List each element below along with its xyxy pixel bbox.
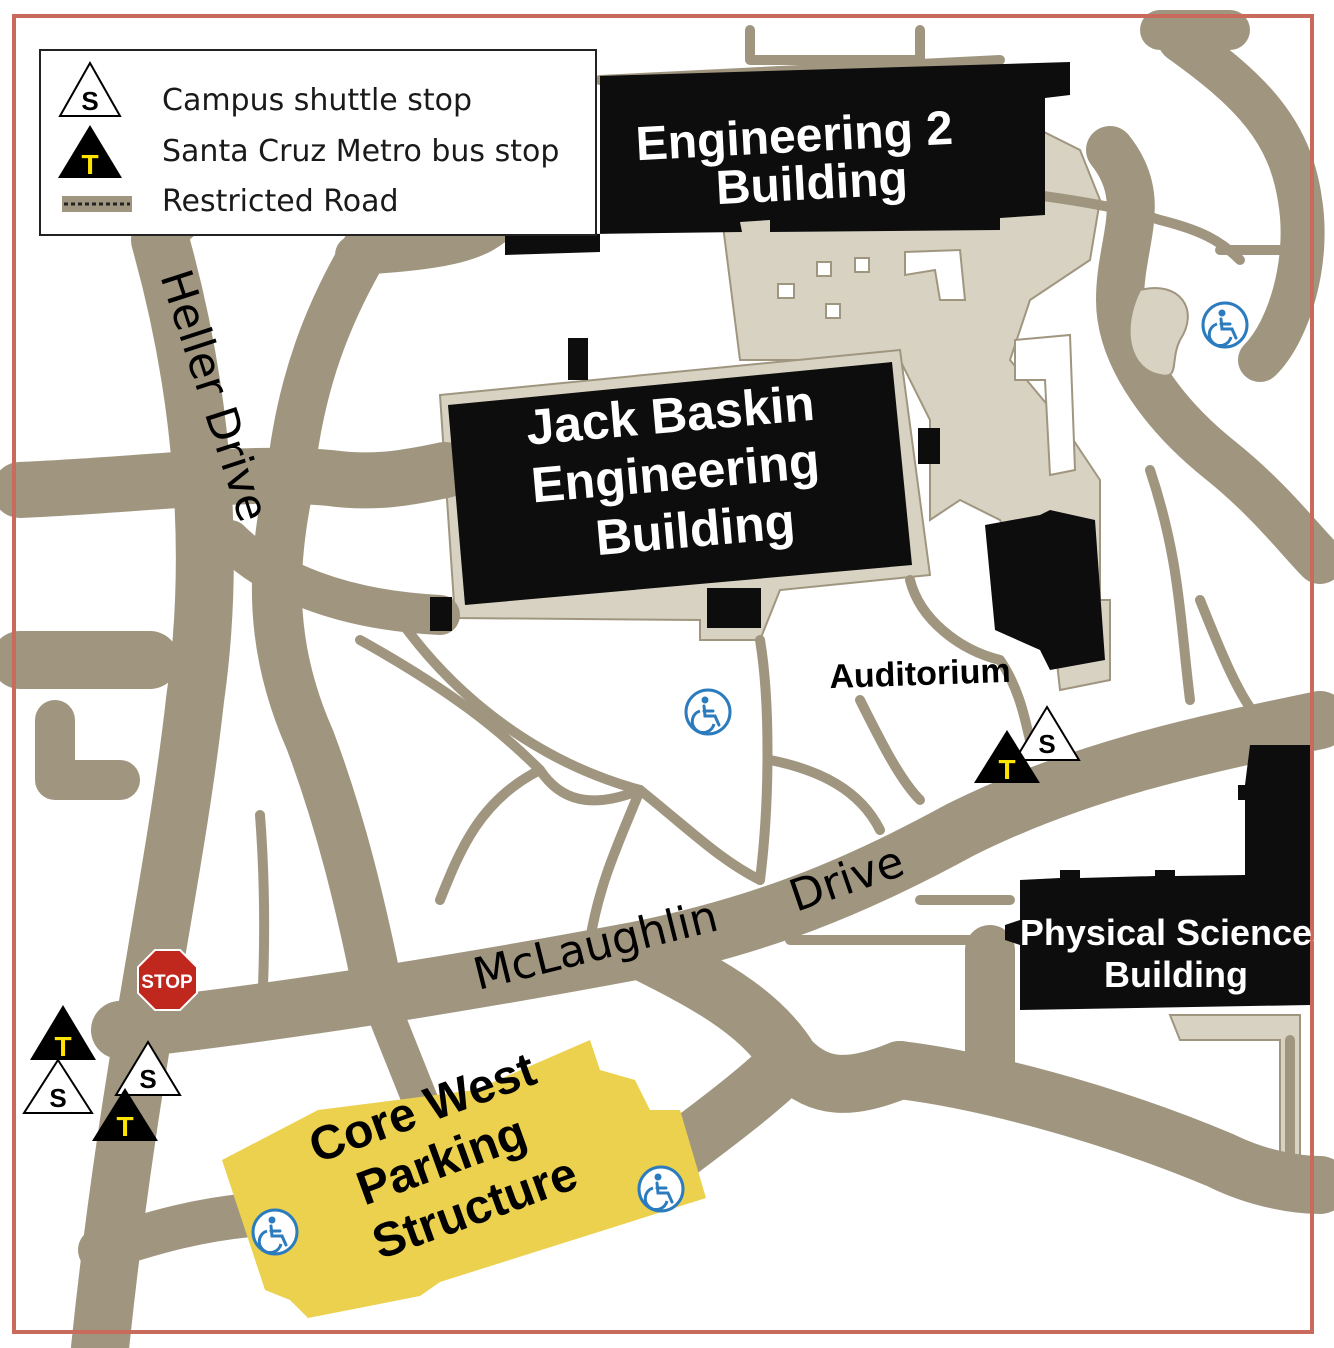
restricted-road-icon	[62, 196, 132, 212]
loop-island	[1128, 287, 1189, 377]
metro-bus-stop-icon: T	[974, 730, 1040, 785]
legend: S Campus shuttle stop T Santa Cruz Metro…	[39, 49, 597, 236]
accessible-parking-icon	[1201, 301, 1249, 349]
plaza-details	[777, 248, 1077, 477]
svg-text:T: T	[81, 149, 98, 180]
svg-text:T: T	[54, 1031, 71, 1062]
auditorium-label: Auditorium	[829, 652, 1012, 696]
svg-text:S: S	[81, 86, 98, 116]
metro-bus-stop-icon: T	[30, 1005, 96, 1062]
svg-text:S: S	[139, 1064, 156, 1094]
jack-baskin-label: Jack Baskin Engineering Building	[524, 375, 822, 566]
svg-text:STOP: STOP	[141, 972, 193, 993]
auditorium-building	[985, 510, 1105, 670]
svg-text:S: S	[1038, 729, 1055, 759]
shuttle-stop-icon: S	[58, 60, 122, 117]
physical-sciences-building	[1005, 745, 1310, 1010]
accessible-parking-icon	[637, 1165, 685, 1213]
svg-text:Building: Building	[715, 152, 909, 215]
svg-text:T: T	[998, 754, 1015, 785]
stop-sign-icon: STOP	[137, 949, 198, 1011]
accessible-parking-icon	[684, 688, 732, 736]
engineering-2-label: Engineering 2 Building	[634, 102, 954, 215]
svg-text:Building: Building	[1104, 954, 1248, 995]
jack-baskin-building	[448, 362, 912, 605]
metro-bus-stop-icon: T	[58, 125, 122, 180]
physical-sciences-label: Physical Sciences Building	[1020, 912, 1332, 995]
accessible-parking-icon	[251, 1208, 299, 1256]
map-frame	[12, 14, 1314, 1334]
metro-bus-stop-icon: T	[92, 1088, 158, 1142]
footpaths	[255, 25, 1305, 1165]
svg-text:S: S	[49, 1083, 66, 1113]
engineering-2-building	[505, 62, 1070, 255]
svg-text:T: T	[116, 1111, 133, 1142]
svg-text:Physical Sciences: Physical Sciences	[1020, 912, 1332, 953]
legend-label-shuttle: Campus shuttle stop	[162, 83, 472, 118]
legend-label-metro: Santa Cruz Metro bus stop	[162, 134, 559, 169]
buildings	[430, 62, 1310, 1010]
core-west-parking-structure	[222, 1040, 706, 1318]
shuttle-stop-icon: S	[22, 1058, 94, 1114]
shuttle-stop-icon: S	[1013, 705, 1081, 761]
legend-label-restricted: Restricted Road	[162, 184, 399, 219]
shuttle-stop-icon: S	[114, 1040, 182, 1096]
